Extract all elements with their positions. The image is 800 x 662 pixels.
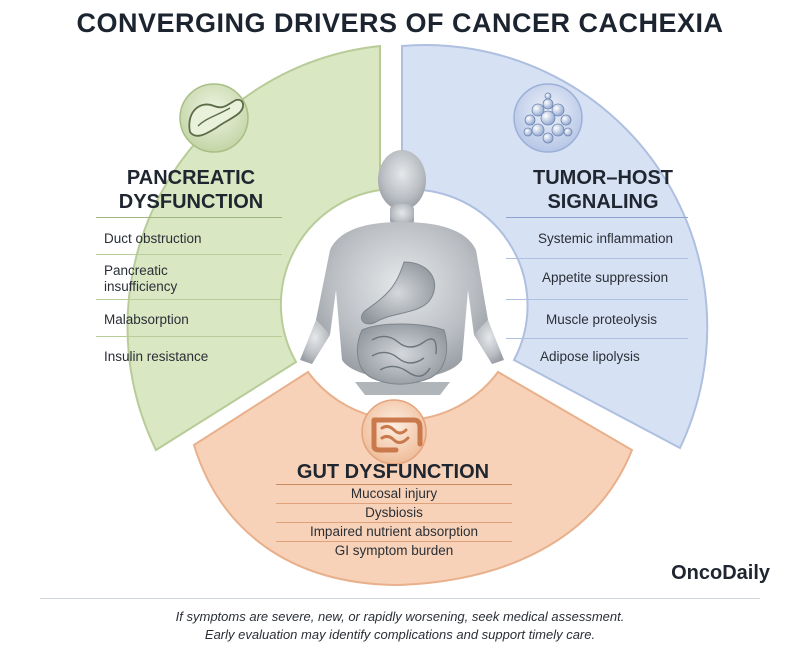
tumor-cell: [544, 92, 552, 100]
tumor-cell: [551, 103, 565, 117]
gut-item: GI symptom burden: [334, 543, 454, 558]
pancreatic-title-line1: PANCREATIC: [126, 167, 256, 189]
pancreatic-item: Malabsorption: [104, 312, 189, 327]
pancreatic-title-line2: DYSFUNCTION: [118, 191, 264, 213]
tumor-cell: [563, 127, 573, 137]
footer-rule: [40, 598, 760, 599]
tumor-host-title: TUMOR–HOST SIGNALING: [508, 166, 698, 214]
gut-divider: [276, 484, 512, 485]
tumor-host-segment: [401, 44, 709, 450]
gut-item: Dysbiosis: [365, 505, 423, 520]
pancreatic-item-line: Pancreatic: [104, 263, 168, 278]
tumor-host-divider: [506, 217, 688, 218]
tumor-host-divider: [506, 338, 688, 339]
pancreatic-divider: [96, 299, 282, 300]
tumor-cell: [560, 114, 572, 126]
tumor-cell: [524, 114, 536, 126]
pancreatic-divider: [96, 336, 282, 337]
tumor-host-item: Systemic inflammation: [538, 231, 674, 246]
pancreatic-item: Insulin resistance: [104, 349, 209, 364]
tumor-host-divider: [506, 258, 688, 259]
page-title: CONVERGING DRIVERS OF CANCER CACHEXIA: [76, 8, 724, 38]
human-torso-figure: [300, 150, 504, 395]
tumor-cell: [542, 132, 554, 144]
disclaimer-line2: Early evaluation may identify complicati…: [204, 627, 596, 642]
pancreatic-title: PANCREATIC DYSFUNCTION: [96, 166, 286, 214]
disclaimer: If symptoms are severe, new, or rapidly …: [0, 608, 800, 644]
pancreatic-divider: [96, 217, 282, 218]
tumor-cell: [531, 123, 545, 137]
pancreatic-item: Duct obstruction: [104, 231, 202, 246]
tumor-host-item: Muscle proteolysis: [546, 312, 658, 327]
pancreatic-divider: [96, 254, 282, 255]
tumor-cell: [551, 123, 565, 137]
gut-divider: [276, 503, 512, 504]
gut-divider: [276, 541, 512, 542]
disclaimer-line1: If symptoms are severe, new, or rapidly …: [175, 609, 625, 624]
gut-item: Impaired nutrient absorption: [309, 524, 479, 539]
tumor-cell: [542, 98, 554, 110]
gut-item: Mucosal injury: [350, 486, 438, 501]
brand-logo: OncoDaily: [671, 562, 770, 584]
tumor-cell: [523, 127, 533, 137]
tumor-cell: [540, 110, 556, 126]
pancreatic-item: Pancreatic insufficiency: [104, 263, 177, 295]
tumor-host-divider: [506, 299, 688, 300]
gut-divider: [276, 522, 512, 523]
tumor-host-item: Appetite suppression: [542, 270, 669, 285]
intestine-icon: [361, 399, 427, 465]
tumor-host-title-line1: TUMOR–HOST: [533, 167, 673, 189]
tumor-cells-icon: [513, 83, 583, 153]
pancreatic-item-line: insufficiency: [104, 279, 178, 294]
tumor-host-item: Adipose lipolysis: [540, 349, 640, 364]
tumor-cell: [531, 103, 545, 117]
gut-title: GUT DYSFUNCTION: [296, 461, 490, 483]
tumor-host-title-line2: SIGNALING: [547, 191, 659, 213]
pancreas-icon: [179, 83, 249, 153]
